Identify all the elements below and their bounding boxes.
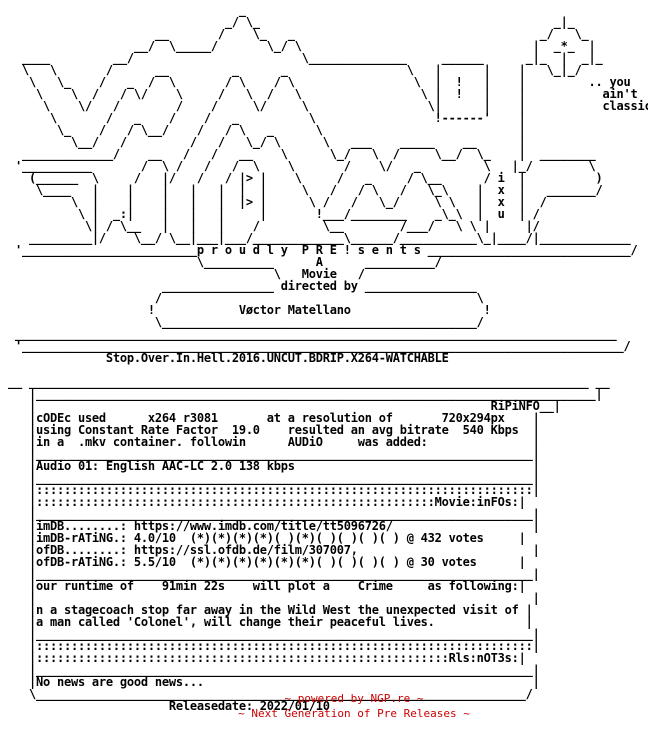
- nfo-text: _ _/ \_ _|_ __ / \_ _ _/ \_ __/ \_____/: [8, 3, 648, 713]
- footer-tagline: ~ Next Generation of Pre Releases ~: [238, 707, 470, 720]
- footer-powered-by: ~ powered by NGP.re ~: [284, 692, 424, 705]
